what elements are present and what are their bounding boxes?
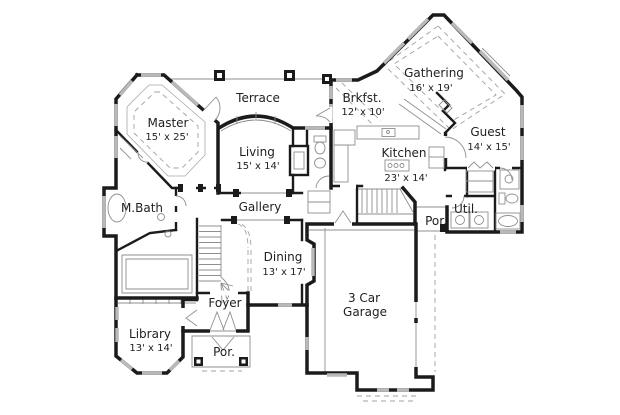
kitchen-counters (333, 129, 356, 183)
porch-columns (194, 224, 448, 366)
garage-floor-line (309, 228, 414, 372)
gathering-fireplace-icon (438, 99, 453, 114)
dims-master: 15' x 25' (145, 132, 188, 143)
shower-icon (119, 135, 172, 238)
label-master: Master (148, 116, 189, 130)
butler-pantry (307, 190, 331, 214)
dims-library: 13' x 14' (129, 343, 172, 354)
back-stairs (358, 188, 414, 215)
label-terrace: Terrace (235, 91, 280, 105)
dims-kitchen: 23' x 14' (384, 173, 427, 184)
label-dining: Dining (264, 250, 303, 264)
breakfast-ceiling-lines (335, 82, 382, 127)
living-bay-mullions (220, 112, 292, 132)
driveway-dashed-line (202, 235, 436, 402)
label-porch-side: Por. (425, 214, 447, 228)
label-breakfast: Brkfst. (342, 91, 381, 105)
dims-gathering: 16' x 19' (409, 83, 452, 94)
opening-thresholds (210, 192, 417, 367)
label-gallery: Gallery (239, 200, 282, 214)
dims-guest: 14' x 15' (467, 142, 510, 153)
label-guest: Guest (470, 125, 506, 139)
door-swings (137, 96, 513, 331)
kitchen-island (356, 125, 420, 140)
windows (102, 17, 524, 392)
powder-toilet-icon (313, 135, 327, 169)
front-porch-outline (191, 335, 251, 368)
guest-bath-fixtures (495, 169, 521, 230)
washer-dryer-icon (450, 211, 489, 229)
label-library: Library (129, 327, 171, 341)
label-garage-1: 3 Car (348, 291, 380, 305)
fridge-icon (428, 146, 445, 169)
label-gathering: Gathering (404, 66, 464, 80)
label-kitchen: Kitchen (381, 146, 426, 160)
front-stairs (199, 225, 234, 305)
label-porch-front: Por. (213, 345, 235, 359)
dims-breakfast: 12' x 10' (341, 107, 384, 118)
dims-living: 15' x 14' (236, 161, 279, 172)
dims-dining: 13' x 17' (262, 267, 305, 278)
label-foyer: Foyer (208, 296, 241, 310)
guest-closet (465, 170, 494, 193)
kitchen-bar-counter (398, 98, 447, 135)
range-icon (384, 159, 410, 172)
fixtures (107, 99, 521, 238)
room-labels: Terrace Master 15' x 25' Living 15' x 14… (121, 66, 511, 359)
label-utility: Util. (454, 202, 478, 216)
master-ceiling-rings (126, 84, 206, 177)
terrace-columns (214, 70, 332, 84)
label-garage-2: Garage (343, 305, 387, 319)
label-living: Living (239, 145, 275, 159)
living-fireplace-icon (288, 144, 310, 177)
walkin-closet (121, 254, 193, 294)
gathering-ceiling-rings (383, 25, 506, 131)
door-jambs (178, 184, 292, 224)
label-master-bath: M.Bath (121, 201, 163, 215)
bathtub-icon (107, 193, 127, 223)
